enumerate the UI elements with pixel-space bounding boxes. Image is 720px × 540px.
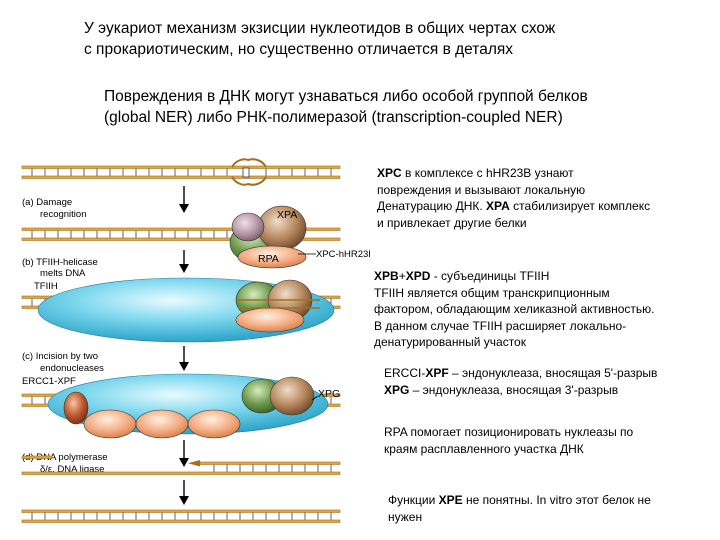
note2-plus: +: [398, 269, 406, 283]
note1-xpc: XPC: [377, 166, 402, 180]
note3-xpf: XPF: [425, 366, 449, 380]
note5-text-2: не понятны. In vitro этот белок не: [462, 493, 651, 507]
ner-diagram: (a) Damage recognition XPA RPA XPC-hHR23…: [21, 158, 370, 523]
step-a-label-1: (a) Damage: [22, 197, 72, 208]
rpa-label: RPA: [258, 253, 279, 265]
step-d-label-2: δ/ε, DNA ligase: [40, 464, 104, 475]
step-b-label-2: melts DNA: [40, 268, 86, 279]
note4-text-1: RPA помогает позиционировать нуклеазы по: [384, 425, 634, 439]
step-c-label-1: (c) Incision by two: [22, 351, 98, 362]
note1-text-2: повреждения и вызывают локальную: [377, 182, 586, 197]
xpc-label: XPC-hHR23B: [316, 249, 370, 260]
incision-proteins: [83, 376, 315, 439]
note2-xpb: XPB: [374, 269, 399, 283]
tfiih-bound-proteins: [235, 279, 320, 333]
note5-xpe: XPE: [438, 493, 463, 507]
note2-text-4: В данном случае TFIIH расширяет локально…: [374, 318, 627, 333]
dna-row-2: [21, 227, 341, 241]
xpg-label: XPG: [318, 388, 340, 400]
note2-text-3: фактором, обладающим хеликазной активнос…: [374, 302, 655, 316]
subtitle-line-2: (global NER) либо РНК-полимеразой (trans…: [104, 109, 563, 126]
note-xpe: Функции XPE не понятны. In vitro этот бе…: [388, 492, 718, 525]
step-b-label-1: (b) TFIIH-helicase: [22, 257, 98, 268]
note3-text-2: – эндонуклеаза, вносящая 3'-разрыв: [409, 382, 619, 397]
note-tfiih: XPB+XPD - субъединицы TFIIH TFIIH являет…: [374, 268, 718, 351]
note1-xpa: XPA: [486, 199, 510, 213]
step-d-label-1: (d) DNA polymerase: [22, 452, 108, 463]
note5-text-3: нужен: [388, 509, 423, 524]
title-line-2: с прокариотическим, но существенно отлич…: [84, 41, 514, 58]
xpa-label: XPA: [277, 209, 297, 221]
note3-text-1: – эндонуклеаза, вносящая 5'-разрыв: [448, 366, 658, 380]
note-rpa: RPA помогает позиционировать нуклеазы по…: [384, 424, 718, 457]
note-endonucleases: ERCCI-XPF – эндонуклеаза, вносящая 5'-ра…: [384, 365, 718, 398]
step-c-label-3: ERCC1-XPF: [22, 376, 76, 387]
step-a-label-2: recognition: [40, 209, 86, 220]
note2-text-2: TFIIH является общим транскрипционным: [374, 285, 610, 300]
note2-text-1: - субъединицы TFIIH: [430, 269, 550, 283]
note4-text-2: краям расплавленного участка ДНК: [384, 441, 584, 456]
note1-text-4: стабилизирует комплекс: [509, 199, 651, 213]
note2-text-5: денатурированный участок: [374, 335, 526, 349]
step-c-label-2: endonucleases: [40, 363, 104, 374]
note1-text-1: в комплексе с hHR23B узнают: [401, 166, 574, 180]
note3-xpg: XPG: [384, 382, 410, 397]
slide-title: У эукариот механизм экзисции нуклеотидов…: [84, 18, 684, 60]
note3-prefix: ERCCI-: [384, 366, 426, 380]
note1-text-5: и привлекает другие белки: [377, 215, 527, 230]
slide-subtitle: Повреждения в ДНК могут узнаваться либо …: [104, 86, 704, 128]
step-b-label-3: TFIIH: [34, 281, 58, 292]
note5-text-1: Функции: [388, 493, 439, 507]
recognition-complex: [229, 205, 307, 269]
xpf-protein: [63, 391, 89, 425]
dna-row-1: [21, 158, 341, 186]
note1-text-3: Денатурацию ДНК.: [377, 199, 487, 213]
title-line-1: У эукариот механизм экзисции нуклеотидов…: [84, 20, 556, 37]
subtitle-line-1: Повреждения в ДНК могут узнаваться либо …: [104, 88, 588, 105]
note2-xpd: XPD: [405, 269, 431, 283]
hhr23b-protein: [231, 212, 265, 242]
dna-row-6: [21, 509, 341, 523]
dna-row-5: [21, 455, 341, 475]
note-xpc: XPC в комплексе с hHR23B узнают поврежде…: [377, 165, 717, 231]
rpa-protein: [237, 245, 307, 269]
